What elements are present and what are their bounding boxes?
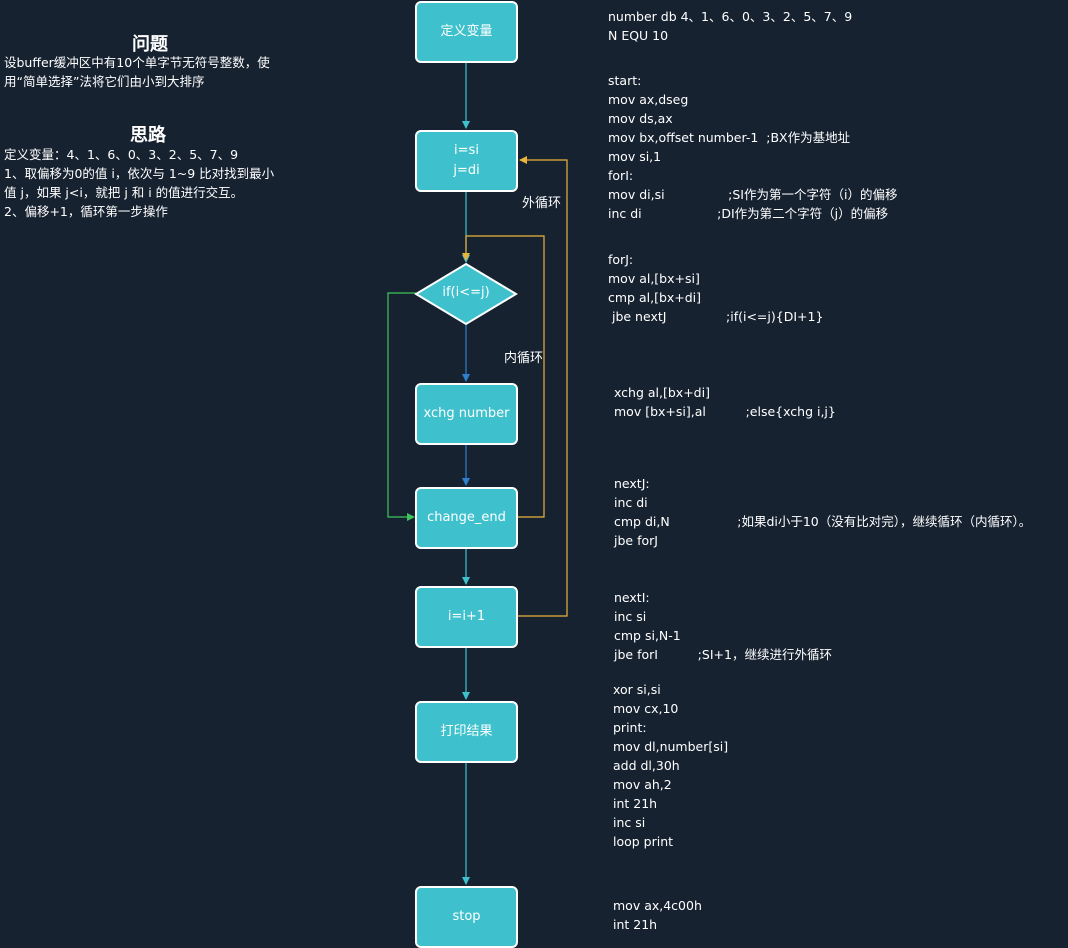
edge-inner-loop bbox=[462, 235, 545, 518]
code-block-start: start: mov ax,dseg mov ds,ax mov bx,offs… bbox=[608, 73, 898, 221]
node-change-end: change_end bbox=[415, 487, 518, 549]
node-stop: stop bbox=[415, 886, 518, 948]
code-block-forj: forJ: mov al,[bx+si] cmp al,[bx+di] jbe … bbox=[608, 252, 824, 324]
node-print-result: 打印结果 bbox=[415, 701, 518, 763]
cond-diamond bbox=[414, 262, 518, 326]
inner-loop-label: 内循环 bbox=[504, 351, 544, 366]
node-increment-i: i=i+1 bbox=[415, 586, 518, 648]
code-block-xchg: xchg al,[bx+di] mov [bx+si],al ;else{xch… bbox=[614, 385, 836, 419]
code-block-nexti: nextI: inc si cmp si,N-1 jbe forI ;SI+1，… bbox=[614, 590, 832, 662]
outer-loop-label: 外循环 bbox=[522, 196, 562, 211]
edge-outer-loop bbox=[518, 156, 568, 617]
idea-title: 思路 bbox=[130, 125, 166, 146]
code-block-data: number db 4、1、6、0、3、2、5、7、9 N EQU 10 bbox=[608, 9, 853, 43]
node-xchg-number: xchg number bbox=[415, 383, 518, 445]
idea-text: 定义变量：4、1、6、0、3、2、5、7、9 1、取偏移为0的值 i，依次与 1… bbox=[4, 147, 275, 219]
problem-title: 问题 bbox=[132, 34, 168, 55]
code-block-nextj: nextJ: inc di cmp di,N ;如果di小于10（没有比对完），… bbox=[614, 476, 1032, 548]
node-define-variables: 定义变量 bbox=[415, 1, 518, 63]
node-init: i=si j=di bbox=[415, 130, 518, 192]
cond-label: if(i<=j) bbox=[442, 285, 490, 300]
edge-cond-no bbox=[387, 292, 416, 521]
code-block-print: xor si,si mov cx,10 print: mov dl,number… bbox=[613, 682, 729, 849]
code-block-exit: mov ax,4c00h int 21h bbox=[613, 898, 702, 932]
problem-text: 设buffer缓冲区中有10个单字节无符号整数，使 用“简单选择”法将它们由小到… bbox=[4, 55, 270, 89]
